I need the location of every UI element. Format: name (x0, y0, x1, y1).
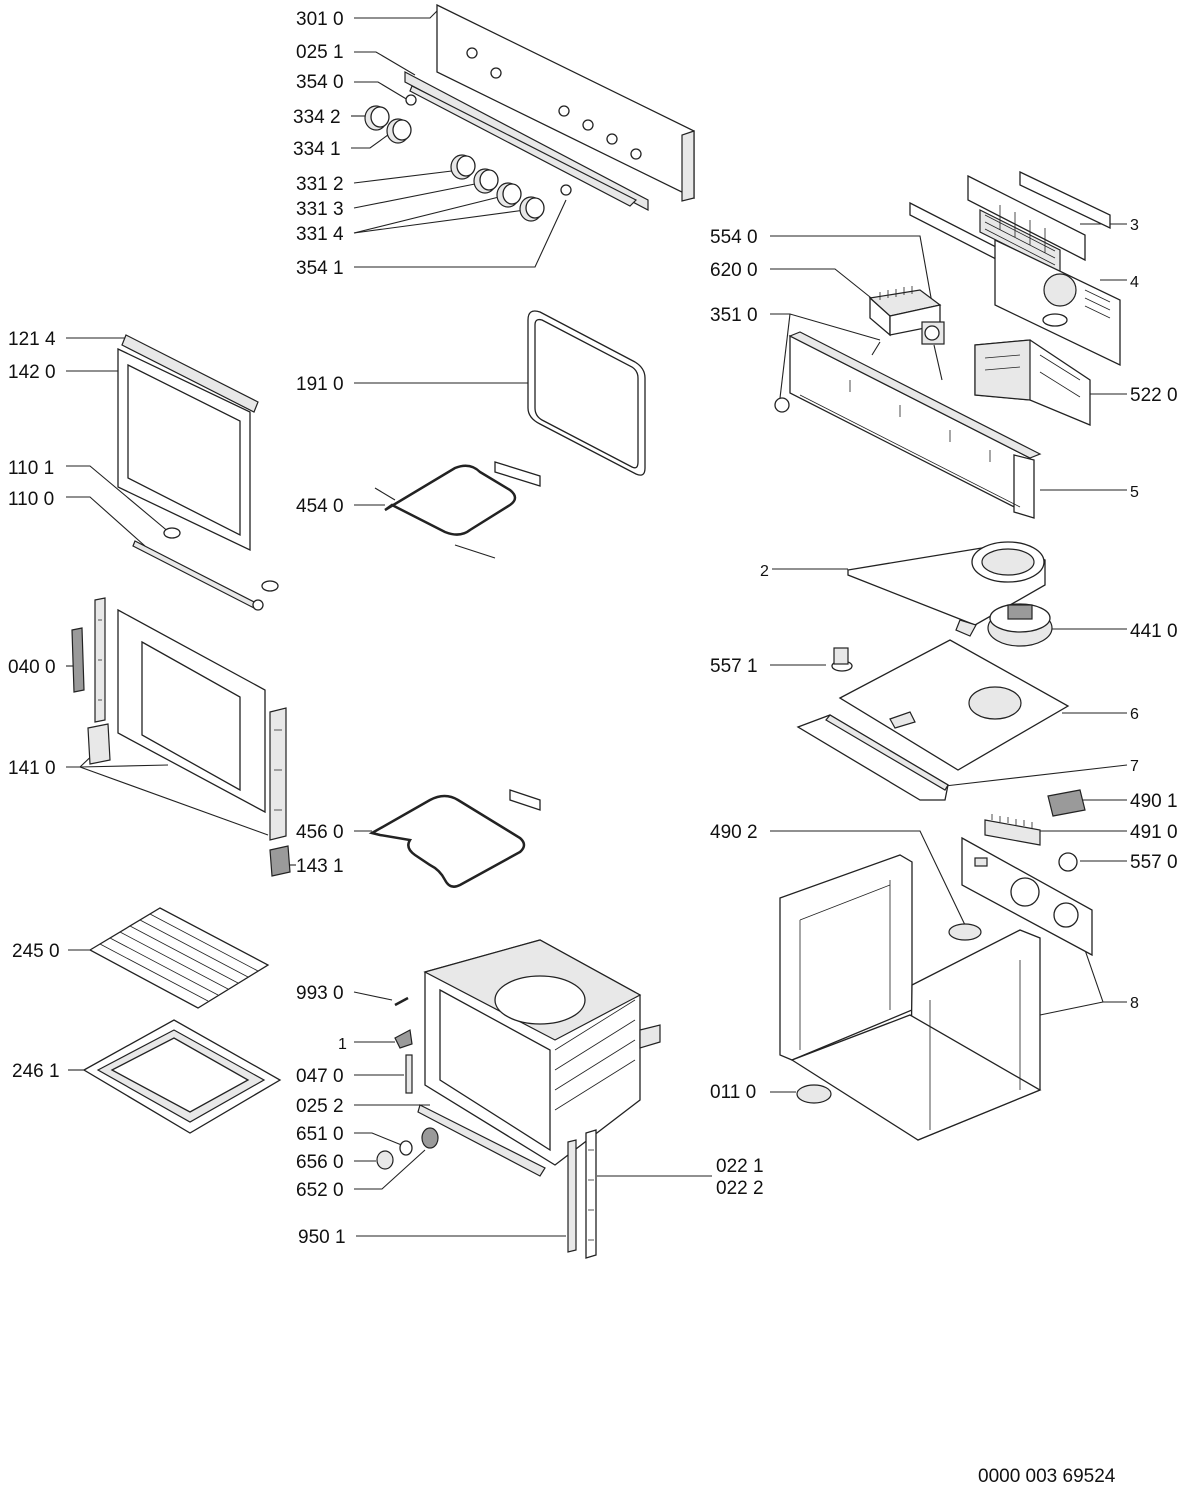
selector-switch (868, 286, 942, 337)
terminal-strip (984, 814, 1041, 846)
document-code: 0000 003 69524 (978, 1466, 1116, 1487)
label-456-0: 456 0 (296, 822, 344, 843)
label-143-1: 143 1 (296, 856, 344, 877)
label-331-3: 331 3 (296, 199, 344, 220)
label-025-2: 025 2 (296, 1096, 344, 1117)
oven-top-plate (838, 639, 1070, 771)
label-1: 1 (338, 1036, 347, 1053)
fan-ring (948, 923, 982, 941)
label-652-0: 652 0 (296, 1180, 344, 1201)
label-950-1: 950 1 (298, 1227, 346, 1248)
label-110-0: 110 0 (8, 489, 54, 510)
door-top-trim (121, 334, 259, 413)
label-246-1: 246 1 (12, 1061, 60, 1082)
door-handle-bar (132, 527, 279, 611)
label-656-0: 656 0 (296, 1152, 344, 1173)
label-651-0: 651 0 (296, 1124, 344, 1145)
label-557-0: 557 0 (1130, 852, 1178, 873)
oven-cavity (423, 939, 661, 1166)
bottom-heater-element (368, 789, 541, 888)
label-334-1: 334 1 (293, 139, 341, 160)
label-3: 3 (1130, 217, 1139, 234)
label-142-0: 142 0 (8, 362, 56, 383)
label-110-1: 110 1 (8, 458, 54, 479)
label-5: 5 (1130, 484, 1139, 501)
label-334-2: 334 2 (293, 107, 341, 128)
side-runners (567, 1129, 597, 1259)
control-frame (774, 331, 1042, 519)
label-490-1: 490 1 (1130, 791, 1178, 812)
label-025-1: 025 1 (296, 42, 344, 63)
support-bar-lower (417, 1104, 546, 1177)
convection-fan (987, 603, 1053, 647)
label-454-0: 454 0 (296, 496, 344, 517)
terminal-block (1047, 789, 1086, 817)
label-2: 2 (760, 563, 769, 580)
outer-door-glass (117, 347, 251, 552)
label-022-1: 022 1 (716, 1156, 764, 1177)
oven-foot (796, 1084, 832, 1104)
electronic-module (974, 339, 1091, 426)
control-panel (436, 3, 695, 202)
label-351-0: 351 0 (710, 305, 758, 326)
thermal-cutout-top (831, 647, 853, 672)
door-hinge (71, 627, 111, 765)
label-522-0: 522 0 (1130, 385, 1178, 406)
label-620-0: 620 0 (710, 260, 758, 281)
label-141-0: 141 0 (8, 758, 56, 779)
label-441-0: 441 0 (1130, 621, 1178, 642)
label-121-4: 121 4 (8, 329, 56, 350)
oven-lamp (376, 1127, 439, 1170)
label-6: 6 (1130, 706, 1139, 723)
label-354-1: 354 1 (296, 258, 344, 279)
label-8: 8 (1130, 995, 1139, 1012)
front-trim-plate (796, 714, 949, 801)
label-011-0: 011 0 (710, 1082, 756, 1103)
label-554-0: 554 0 (710, 227, 758, 248)
oven-side-housing (779, 854, 1042, 1141)
label-491-0: 491 0 (1130, 822, 1178, 843)
fan-deflector (847, 541, 1046, 637)
callout-labels: 301 0 025 1 354 0 334 2 334 1 331 2 331 … (8, 9, 1178, 1248)
inner-door-frame (94, 597, 287, 841)
label-7: 7 (1130, 758, 1139, 775)
baking-tray (82, 1019, 282, 1134)
label-245-0: 245 0 (12, 941, 60, 962)
label-490-2: 490 2 (710, 822, 758, 843)
thermostat (921, 321, 945, 381)
oven-wire-rack (88, 907, 270, 1009)
label-022-2: 022 2 (716, 1178, 764, 1199)
label-993-0: 993 0 (296, 983, 344, 1004)
leader-lines (66, 9, 1128, 1237)
knobs (364, 94, 572, 222)
grill-element (374, 461, 541, 559)
shelf-support-clip (405, 1054, 413, 1094)
thermal-cutout-rear (1058, 852, 1078, 872)
label-047-0: 047 0 (296, 1066, 344, 1087)
clip (394, 1029, 413, 1049)
support-bar-upper (404, 71, 649, 211)
label-301-0: 301 0 (296, 9, 344, 30)
screw (394, 996, 409, 1007)
label-557-1: 557 1 (710, 656, 758, 677)
label-4: 4 (1130, 274, 1139, 291)
label-331-2: 331 2 (296, 174, 344, 195)
door-gasket (527, 310, 646, 476)
cooling-fan-assembly (909, 170, 1121, 367)
label-191-0: 191 0 (296, 374, 344, 395)
hinge-cover (269, 845, 291, 877)
label-331-4: 331 4 (296, 224, 344, 245)
label-354-0: 354 0 (296, 72, 344, 93)
label-040-0: 040 0 (8, 657, 56, 678)
rear-panel (961, 836, 1093, 957)
